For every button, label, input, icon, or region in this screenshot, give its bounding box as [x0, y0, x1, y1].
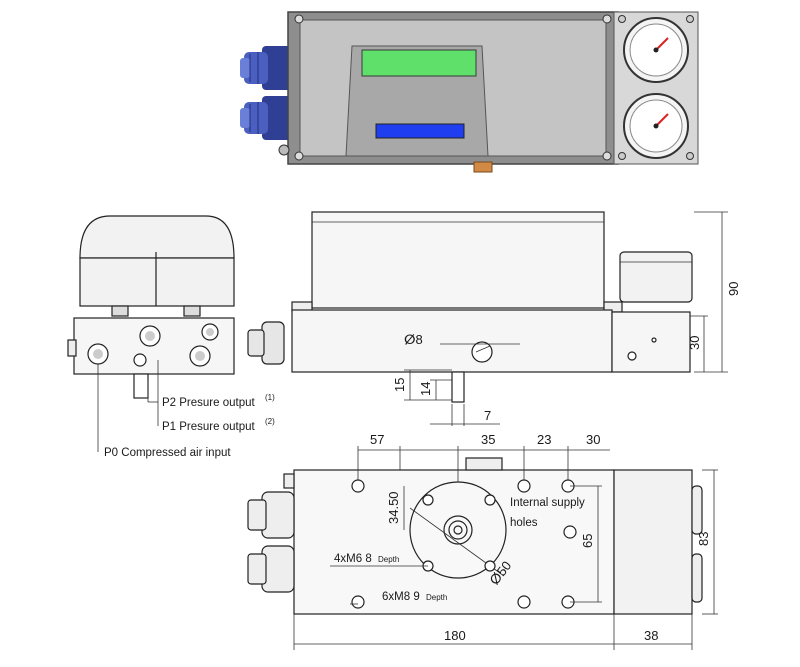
p1-footnote: (2)	[265, 417, 275, 426]
m8-depth-label: Depth	[426, 593, 447, 602]
dim-65: 65	[580, 534, 595, 548]
m6-thread-label: 4xM6 8	[334, 553, 372, 565]
dim-diameter-8: ⵁ8	[404, 332, 423, 347]
m8-thread-label: 6xM8 9	[382, 591, 420, 603]
dim-35: 35	[481, 432, 495, 447]
pressure-gauge-icon	[623, 93, 689, 159]
dim-15: 15	[392, 378, 407, 392]
side-view	[67, 215, 235, 452]
dim-57: 57	[370, 432, 384, 447]
p0-input-label: P0 Compressed air input	[104, 447, 231, 459]
cable-gland-icon	[240, 46, 292, 90]
m6-depth-label: Depth	[378, 555, 399, 564]
p2-output-label: P2 Presure output	[162, 397, 256, 409]
dim-30: 30	[687, 336, 702, 350]
dim-7: 7	[484, 408, 491, 423]
dim-83: 83	[696, 532, 711, 546]
dim-34-50: 34.50	[386, 491, 401, 524]
front-view	[247, 211, 728, 426]
dim-23: 23	[537, 432, 551, 447]
cable-gland-icon	[240, 96, 292, 140]
dim-30-bottom: 30	[586, 432, 600, 447]
dim-90: 90	[726, 282, 741, 296]
internal-supply-label-2: holes	[510, 517, 538, 529]
p2-footnote: (1)	[265, 393, 275, 402]
dim-14: 14	[418, 382, 433, 396]
internal-supply-label-1: Internal supply	[510, 497, 585, 509]
dim-180: 180	[444, 628, 466, 643]
p1-output-label: P1 Presure output	[162, 421, 256, 433]
product-render	[240, 11, 699, 173]
pressure-gauge-icon	[623, 17, 689, 83]
bottom-view	[247, 446, 718, 650]
dim-38: 38	[644, 628, 658, 643]
